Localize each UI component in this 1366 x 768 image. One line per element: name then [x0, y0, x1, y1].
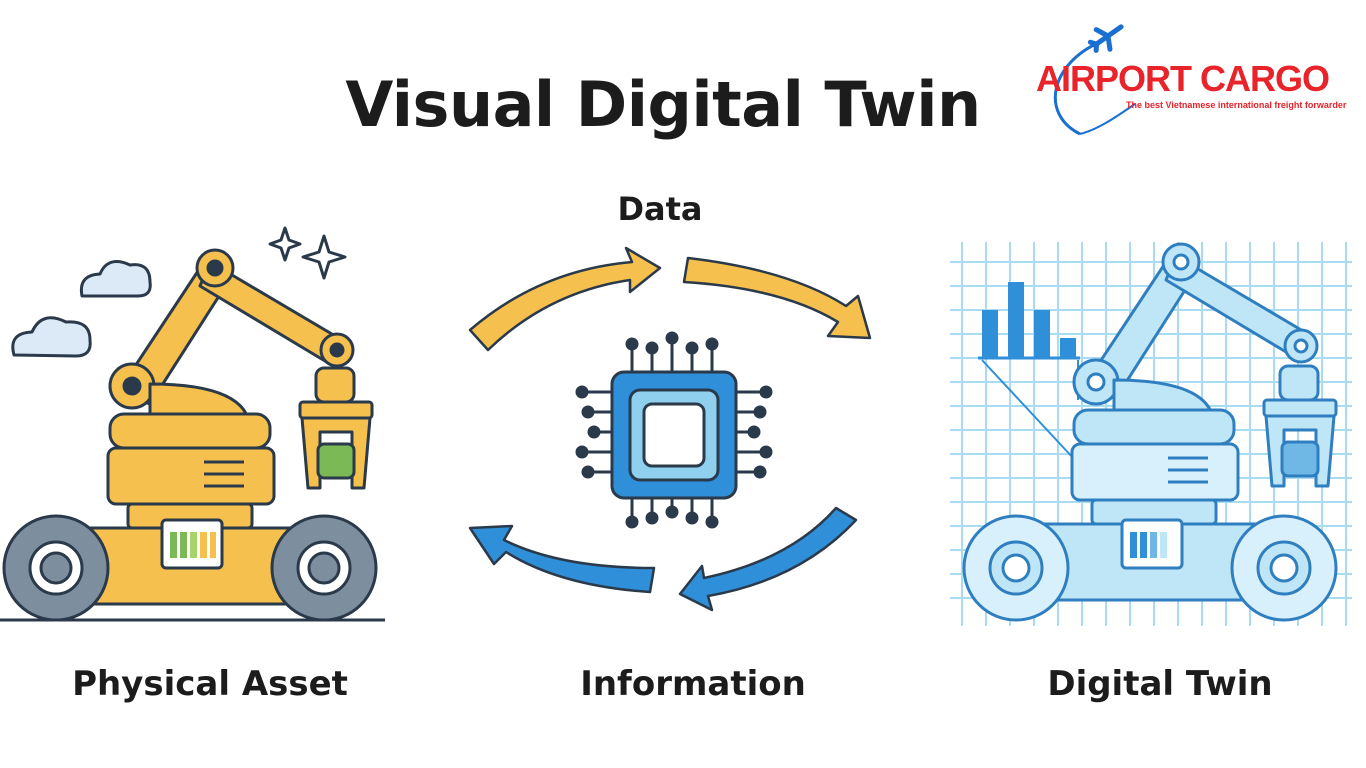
physical-robot — [0, 226, 385, 622]
logo-name: AIRPORT CARGO — [1036, 58, 1330, 99]
digital-twin-label: Digital Twin — [1047, 664, 1273, 704]
airplane-icon — [1053, 24, 1136, 136]
cycle-arrows — [468, 246, 872, 612]
arrow-top-right — [682, 256, 872, 340]
airport-cargo-logo: AIRPORT CARGO The best Vietnamese intern… — [1030, 14, 1346, 140]
page-title: Visual Digital Twin — [345, 68, 981, 141]
digital-twin-robot — [962, 242, 1338, 622]
arrow-top-left — [468, 246, 662, 352]
logo-tagline: The best Vietnamese international freigh… — [1126, 100, 1347, 110]
cloud-icon — [79, 260, 152, 298]
arrow-bottom-left — [468, 524, 656, 594]
processor-chip-icon — [575, 331, 773, 529]
sparkle-icon — [301, 234, 347, 280]
physical-asset-label: Physical Asset — [72, 664, 348, 704]
information-label: Information — [580, 664, 806, 704]
data-label: Data — [617, 190, 703, 228]
sparkle-icon — [268, 226, 302, 262]
arrow-bottom-right — [678, 506, 858, 612]
twin-bar-chart-icon — [978, 282, 1080, 461]
cloud-icon — [11, 316, 92, 358]
